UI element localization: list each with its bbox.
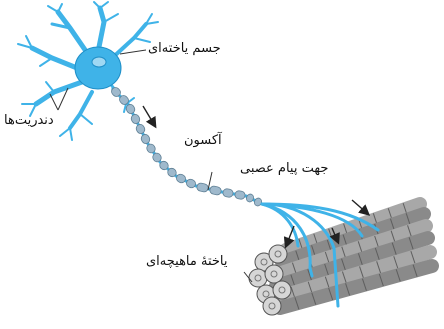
fibre-cross-section xyxy=(249,269,267,287)
myelin-segment xyxy=(185,178,197,189)
nucleus xyxy=(92,57,106,67)
dendrites-label: دندریت‌ها xyxy=(4,114,54,127)
myelin-segment xyxy=(245,193,255,203)
muscle-cell-label: یاختهٔ ماهیچه‌ای xyxy=(146,255,228,268)
myelin-segment xyxy=(140,133,151,145)
fibre-cross-section xyxy=(273,281,291,299)
fibre-cross-section xyxy=(263,297,281,315)
myelin-segment xyxy=(253,197,263,207)
myelin-segment xyxy=(196,182,209,192)
myelin-segment xyxy=(234,190,245,200)
axon-label: آکسون xyxy=(184,134,222,147)
myelin-segment xyxy=(175,173,187,184)
myelin-segment xyxy=(209,185,222,195)
impulse-direction-label: جهت پیام عصبی xyxy=(240,162,328,175)
myelin-segment xyxy=(135,123,146,135)
myelin-segment xyxy=(130,113,141,125)
myelin-segment xyxy=(222,188,233,198)
cell-body xyxy=(75,47,121,89)
cell-body-label: جسم یاخته‌ای xyxy=(148,42,221,55)
fibre-cross-section xyxy=(269,245,287,263)
fibre-cross-section xyxy=(265,265,283,283)
